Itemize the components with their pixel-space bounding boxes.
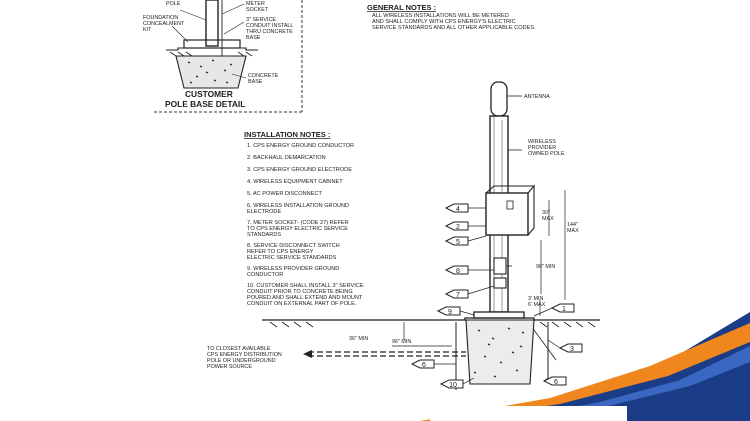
detail-label-foundation: FOUNDATION <box>143 15 178 21</box>
pole-label-line1: WIRELESS <box>528 139 556 145</box>
callout: 6 <box>410 359 456 369</box>
pole-label-line2: PROVIDER <box>528 145 556 151</box>
callout: 3 <box>547 339 583 353</box>
detail-label-concrete-base: BASE <box>248 79 263 85</box>
callout-number: 6 <box>554 379 558 386</box>
callout: 8 <box>444 265 494 275</box>
note-line: CONDUCTOR <box>247 272 283 278</box>
general-notes: GENERAL NOTES : ALL WIRELESS INSTALLATIO… <box>367 3 536 31</box>
note-line: CONDUIT PRIOR TO CONCRETE BEING <box>247 289 353 295</box>
dim-min-value: 96" MIN <box>536 264 555 270</box>
note-line: 5. AC POWER DISCONNECT <box>247 191 322 197</box>
callout-number: 5 <box>456 239 460 246</box>
detail-label-service: 3" SERVICE <box>246 17 276 23</box>
detail-label-concealment: CONCEALMENT <box>143 21 185 27</box>
callout: 6 <box>542 376 567 386</box>
callout-number: 1 <box>562 306 566 313</box>
disconnect-switch-box <box>493 277 507 289</box>
note-line: CONDUIT ON EXTERNAL PART OF POLE. <box>247 301 357 307</box>
callout-number: 2 <box>456 224 460 231</box>
meter-socket-box <box>493 257 507 275</box>
dim-run: 96" MIN <box>392 339 411 345</box>
note-line: 4. WIRELESS EQUIPMENT CABINET <box>247 179 343 185</box>
detail-title-line1: CUSTOMER <box>185 89 233 99</box>
dim-cabinet-max: MAX <box>542 216 554 222</box>
general-notes-title: GENERAL NOTES : <box>367 3 436 12</box>
detail-label-base: BASE <box>246 35 261 41</box>
pole-base-detail: POLE FOUNDATION CONCEALMENT KIT METER SO… <box>143 0 303 113</box>
detail-label-conduit: CONDUIT INSTALL <box>246 23 293 29</box>
note-line: 9. WIRELESS PROVIDER GROUND <box>247 266 339 272</box>
detail-label-socket: SOCKET <box>246 7 269 13</box>
callout-number: 6 <box>422 362 426 369</box>
callout-number: 3 <box>570 346 574 353</box>
callout-number: 4 <box>456 206 460 213</box>
detail-label-thru: THRU CONCRETE <box>246 29 293 35</box>
callouts: 4 2 5 8 7 9 1 <box>410 203 583 389</box>
callout: 2 <box>444 221 486 231</box>
concrete-foundation <box>465 319 535 385</box>
note-line: 10. CUSTOMER SHALL INSTALL 3" SERVICE <box>247 283 364 289</box>
dim-small-max: 6' MAX <box>528 302 546 308</box>
callout: 9 <box>436 306 475 316</box>
callout-number: 8 <box>456 268 460 275</box>
detail-label-concrete: CONCRETE <box>248 73 279 79</box>
note-line: 6. WIRELESS INSTALLATION GROUND <box>247 203 349 209</box>
detail-label-pole: POLE <box>166 1 181 7</box>
note-line: ELECTRODE <box>247 209 281 215</box>
note-line: 2. BACKHAUL DEMARCATION <box>247 155 326 161</box>
callout: 5 <box>444 235 487 246</box>
source-line2: CPS ENERGY DISTRIBUTION <box>207 352 282 358</box>
note-line: STANDARDS <box>247 232 281 238</box>
callout: 7 <box>444 285 495 299</box>
callout-number: 9 <box>448 309 452 316</box>
detail-label-meter: METER <box>246 1 265 7</box>
detail-title-line2: POLE BASE DETAIL <box>165 99 245 109</box>
footer-white-block <box>430 406 627 421</box>
note-line: 3. CPS ENERGY GROUND ELECTRODE <box>247 167 352 173</box>
stripe-blue-dark <box>440 312 750 421</box>
note-line: 8. SERVICE DISCONNECT SWITCH <box>247 243 340 249</box>
detail-label-kit: KIT <box>143 27 152 33</box>
general-notes-line1: ALL WIRELESS INSTALLATIONS WILL BE METER… <box>372 13 509 19</box>
dim-small-min: 3' MIN <box>528 296 544 302</box>
antenna-shape <box>490 81 508 117</box>
dim-cabinet-value: 30" <box>542 210 550 216</box>
note-line: 1. CPS ENERGY GROUND CONDUCTOR <box>247 143 354 149</box>
dim-total-value: 144" <box>567 222 578 228</box>
corner-decoration <box>420 312 750 421</box>
pole-label-line3: OWNED POLE <box>528 151 565 157</box>
callout: 4 <box>444 203 486 213</box>
note-line: POURED AND SHALL EXTEND AND MOUNT <box>247 295 363 301</box>
note-line: ELECTRIC SERVICE STANDARDS <box>247 255 337 261</box>
pole-elevation <box>262 81 600 390</box>
ground-line <box>262 317 600 321</box>
general-notes-line3: SERVICE STANDARDS AND ALL OTHER APPLICAB… <box>372 25 536 31</box>
source-line4: POWER SOURCE <box>207 364 252 370</box>
note-line: 7. METER SOCKET- (CODE 27) REFER <box>247 220 349 226</box>
dim-depth: 36" MIN <box>349 336 368 342</box>
antenna-label: ANTENNA <box>524 94 550 100</box>
dim-total-max: MAX <box>567 228 579 234</box>
callout-number: 7 <box>456 292 460 299</box>
callout-number: 10 <box>449 382 457 389</box>
callout: 1 <box>533 303 575 317</box>
note-line: REFER TO CPS ENERGY <box>247 249 314 255</box>
general-notes-line2: AND SHALL COMPLY WITH CPS ENERGY'S ELECT… <box>372 19 516 25</box>
callout: 10 <box>439 377 475 389</box>
source-line1: TO CLOSEST AVAILABLE <box>207 346 271 352</box>
source-line3: POLE OR UNDERGROUND <box>207 358 276 364</box>
equipment-cabinet <box>485 192 529 236</box>
note-line: TO CPS ENERGY ELECTRIC SERVICE <box>247 226 348 232</box>
installation-notes: INSTALLATION NOTES : 1. CPS ENERGY GROUN… <box>244 130 364 307</box>
installation-notes-title: INSTALLATION NOTES : <box>244 130 330 139</box>
